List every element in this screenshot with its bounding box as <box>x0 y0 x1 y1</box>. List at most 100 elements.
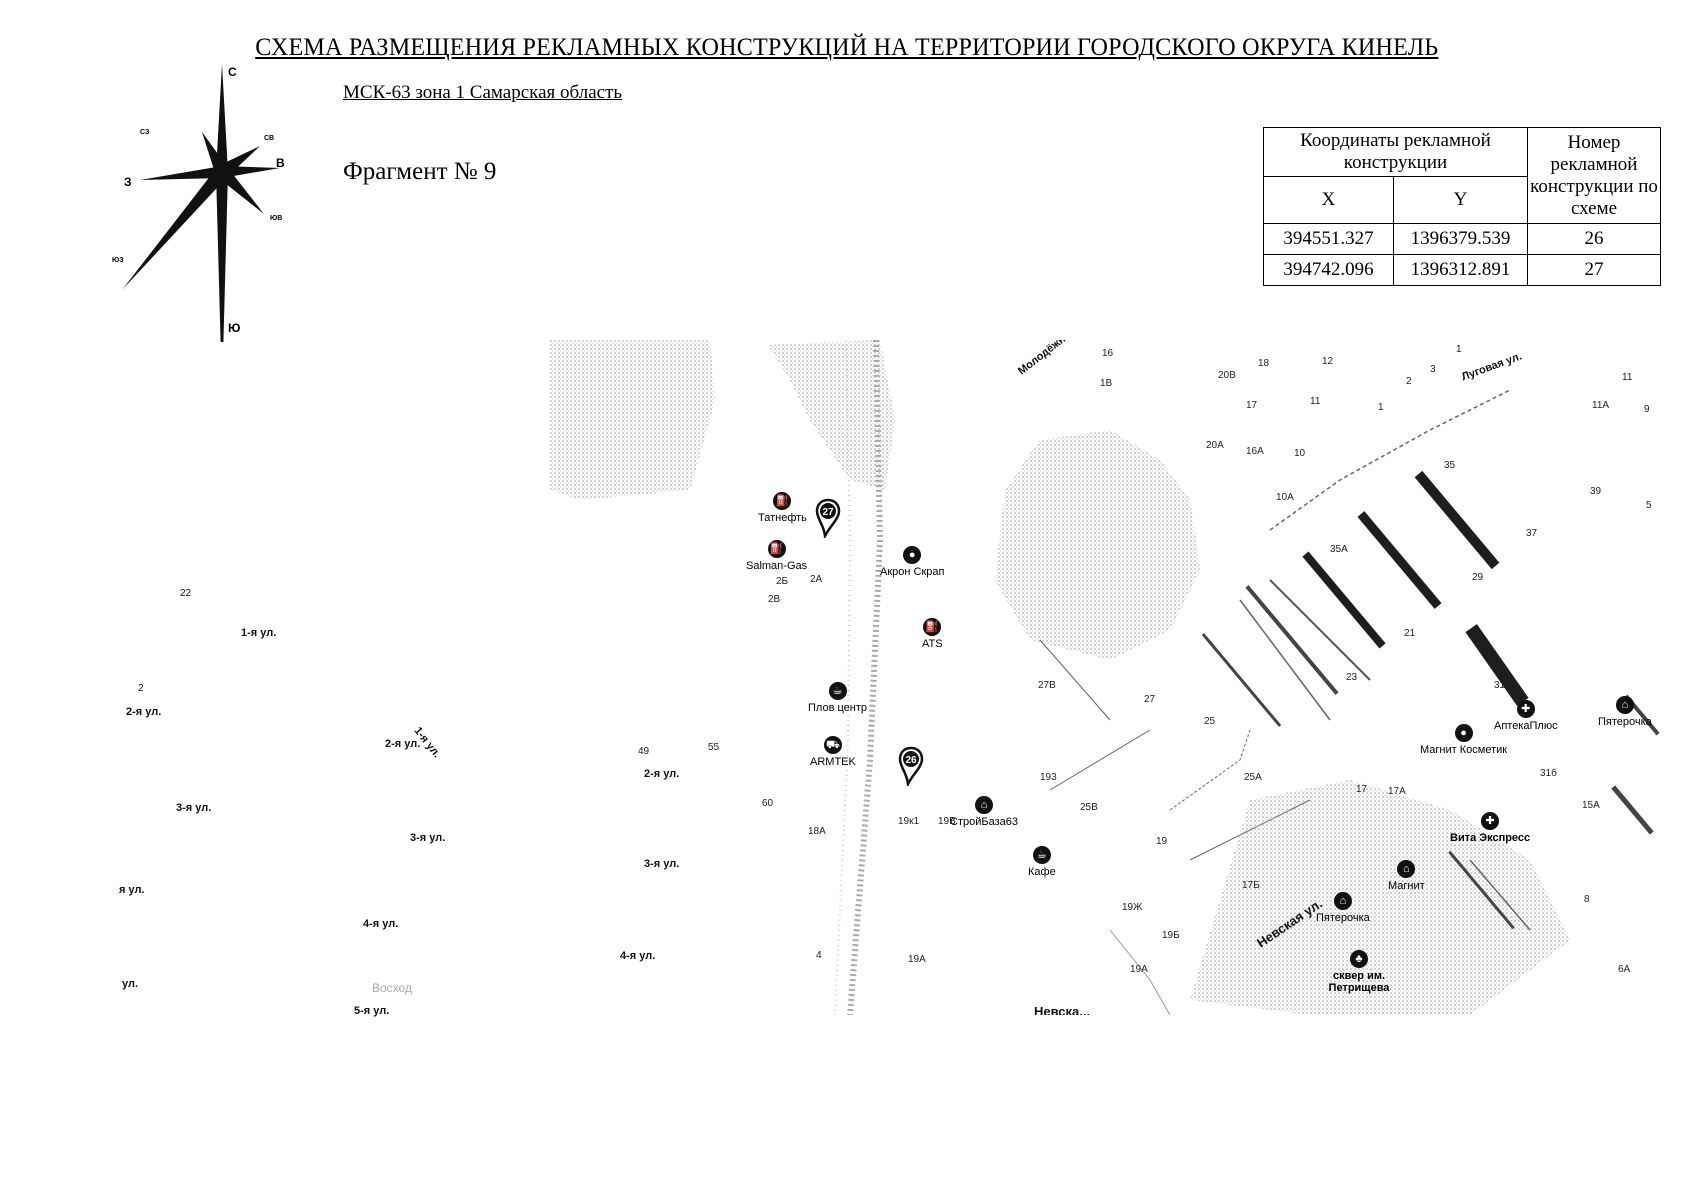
house-number: 6А <box>1618 964 1631 975</box>
house-number: 18 <box>1258 358 1270 369</box>
house-number: 10А <box>1276 492 1294 503</box>
house-number: 25 <box>1204 716 1216 727</box>
house-number: 16А <box>1246 446 1264 457</box>
house-number: 2А <box>810 574 823 585</box>
house-number: 2В <box>768 594 781 605</box>
park-icon: ♣ <box>1350 950 1368 968</box>
row-x: 394551.327 <box>1263 223 1394 255</box>
house-number: 35 <box>1444 460 1456 471</box>
poi-magnit: ⌂Магнит <box>1388 860 1425 892</box>
house-number: 37 <box>1526 528 1538 539</box>
row-num: 26 <box>1527 223 1661 255</box>
x-header: X <box>1263 176 1394 224</box>
house-number: 31б <box>1540 768 1557 779</box>
district-label: Восход <box>372 981 412 995</box>
house-number: 33 <box>1582 644 1594 655</box>
poi-vita-express: ✚Вита Экспресс <box>1450 812 1530 844</box>
park-zone <box>995 430 1200 660</box>
house-number: 8 <box>1584 894 1590 905</box>
fuel-icon: ⛽ <box>773 492 792 510</box>
row-num: 27 <box>1527 254 1661 286</box>
house-number: 60 <box>762 798 774 809</box>
street-label: 4-я ул. <box>620 950 656 962</box>
street-label: 3-я ул. <box>410 832 446 844</box>
poi-ats: ⛽ATS <box>922 618 943 650</box>
poi-kafe: ☕Кафе <box>1028 846 1056 878</box>
green-zone <box>768 340 895 490</box>
house-number: 1В <box>1100 378 1113 389</box>
fuel-icon: ⛽ <box>923 618 942 636</box>
shop-icon: ⌂ <box>974 796 993 814</box>
house-number: 25А <box>1244 772 1262 783</box>
house-number: 1 <box>1378 402 1384 413</box>
street-label: Невска... <box>1034 1004 1091 1015</box>
house-number: 1 <box>1456 344 1462 355</box>
house-number: 11А <box>1592 400 1610 411</box>
house-number: 11 <box>1622 372 1633 383</box>
cafe-icon: ☕ <box>1032 846 1051 864</box>
house-number: 4 <box>816 950 822 961</box>
street-label: 2-я ул. <box>126 706 162 718</box>
compass-rose-icon: С Ю В З СВ СЗ ЮВ ЮЗ <box>112 64 285 342</box>
house-number: 193 <box>1040 772 1057 783</box>
fragment-label: Фрагмент № 9 <box>343 158 497 185</box>
house-number: 10 <box>1294 448 1306 459</box>
house-number: 19 <box>1156 836 1168 847</box>
street-label: я ул. <box>119 884 145 896</box>
poi-stroybaza: ⌂СтройБаза63 <box>950 796 1018 828</box>
street-label: 2-я ул. <box>385 738 421 750</box>
row-y: 1396312.891 <box>1393 254 1528 286</box>
house-number: 2Б <box>776 576 789 587</box>
poi-magnit-kosmetik: ●Магнит Косметик <box>1420 724 1507 756</box>
compass-se: ЮВ <box>270 215 282 222</box>
pharmacy-icon: ✚ <box>1481 812 1500 830</box>
house-number: 16 <box>1102 348 1114 359</box>
house-number: 19А <box>1130 964 1148 975</box>
house-number: 39 <box>1590 486 1602 497</box>
house-number: 25В <box>1080 802 1098 813</box>
residential-zone <box>1190 780 1570 1015</box>
row-x: 394742.096 <box>1263 254 1394 286</box>
house-number: 19Ж <box>1122 902 1143 913</box>
house-number: 17 <box>1356 784 1368 795</box>
house-number: 9 <box>1644 404 1650 415</box>
shop-icon: ⌂ <box>1615 696 1634 714</box>
house-number: 2 <box>1406 376 1412 387</box>
house-number: 12 <box>1322 356 1334 367</box>
map-background <box>550 340 1570 1015</box>
table-row: 394742.096 1396312.891 27 <box>1263 254 1661 286</box>
ad-marker-27: 27 <box>815 498 841 538</box>
coordinates-table: Координаты рекламной конструкции Номер р… <box>1263 127 1661 286</box>
row-y: 1396379.539 <box>1393 223 1528 255</box>
house-number: 21 <box>1404 628 1416 639</box>
house-number: 29 <box>1472 572 1484 583</box>
house-number: 20В <box>1218 370 1236 381</box>
poi-armtek: ⛟ARMTEK <box>810 736 856 768</box>
poi-skver: ♣сквер им. Петрищева <box>1326 950 1392 994</box>
compass-w: З <box>124 175 132 189</box>
house-number: 2 <box>138 683 144 694</box>
house-number: 23 <box>1346 672 1358 683</box>
poi-akron: ●Акрон Скрап <box>880 546 944 578</box>
house-number: 22 <box>180 588 192 599</box>
compass-e: В <box>276 156 285 170</box>
poi-plov: ☕Плов центр <box>808 682 867 714</box>
page-title: СХЕМА РАЗМЕЩЕНИЯ РЕКЛАМНЫХ КОНСТРУКЦИЙ Н… <box>255 34 1439 61</box>
house-number: 18А <box>808 826 826 837</box>
poi-salman-gas: ⛽Salman-Gas <box>746 540 807 572</box>
house-number: 35А <box>1330 544 1348 555</box>
map-fragment: 27 26 ⛽Татнефть ⛽Salman-Gas ●Акрон Скрап… <box>550 340 1660 1015</box>
street-label: 2-я ул. <box>644 768 680 780</box>
house-number: 19В <box>938 816 956 827</box>
house-number: 27 <box>1144 694 1156 705</box>
poi-tatneft: ⛽Татнефть <box>758 492 807 524</box>
svg-text:26: 26 <box>905 755 917 766</box>
number-header: Номер рекламной конструкции по схеме <box>1527 127 1661 224</box>
coordinate-system-label: МСК-63 зона 1 Самарская область <box>343 82 623 103</box>
svg-text:27: 27 <box>822 507 834 518</box>
fuel-icon: ⛽ <box>767 540 786 558</box>
compass-ne: СВ <box>264 135 274 142</box>
house-number: 19к1 <box>898 816 920 827</box>
poi-pyaterochka-2: ⌂Пятерочка <box>1316 892 1370 924</box>
house-number: 17Б <box>1242 880 1260 891</box>
